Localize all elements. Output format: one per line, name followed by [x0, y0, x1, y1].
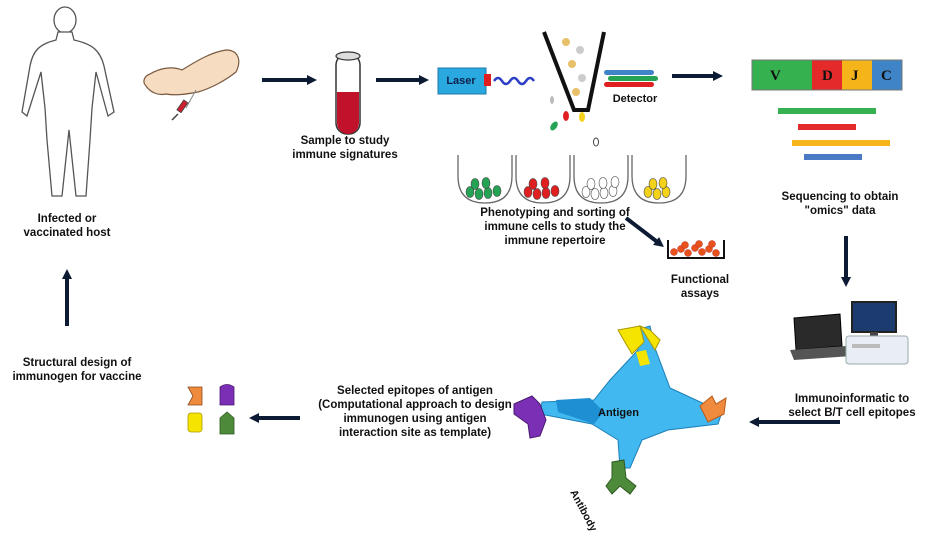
sorted-cells-icon	[550, 96, 599, 147]
structural-design-label: Structural design of immunogen for vacci…	[12, 357, 142, 383]
phenotyping-label: Phenotyping and sorting of immune cells …	[480, 207, 630, 247]
laser-emitter-icon	[484, 74, 491, 86]
gene-segment-d: D	[822, 68, 833, 84]
flow-arrow-functional	[624, 216, 664, 248]
laser-label: Laser	[446, 75, 476, 87]
vdjc-gene-bar: V D J C	[751, 59, 903, 91]
sample-label: Sample to study immune signatures	[292, 135, 398, 161]
gene-segment-c: C	[881, 68, 892, 84]
functional-assays-label: Functional assays	[670, 274, 730, 300]
detector-icon	[604, 70, 658, 87]
human-figure-icon	[21, 6, 115, 197]
antigen-antibody-complex-icon	[513, 324, 727, 495]
computer-workstation-icon	[790, 301, 909, 365]
gene-segment-v: V	[770, 68, 781, 84]
immunoinformatic-label: Immunoinformatic to select B/T cell epit…	[788, 393, 916, 419]
epitope-shapes-icon	[187, 384, 235, 435]
sequencing-label: Sequencing to obtain "omics" data	[781, 191, 899, 217]
detector-label: Detector	[612, 93, 658, 105]
gene-segment-j: J	[851, 68, 859, 84]
antigen-label: Antigen	[598, 407, 639, 419]
host-label: Infected or vaccinated host	[23, 213, 111, 239]
test-tube-icon	[335, 51, 361, 135]
epitopes-label: Selected epitopes of antigen (Computatio…	[318, 385, 512, 439]
sequencing-reads-icon	[778, 108, 890, 160]
antibody-label: Antibody	[567, 488, 599, 534]
functional-assay-dish-icon	[667, 240, 725, 259]
sorted-cell-clusters	[465, 176, 671, 200]
flow-cell-funnel-icon	[542, 31, 606, 112]
laser-beam-icon	[492, 76, 536, 86]
arm-blood-draw-icon	[143, 49, 240, 121]
